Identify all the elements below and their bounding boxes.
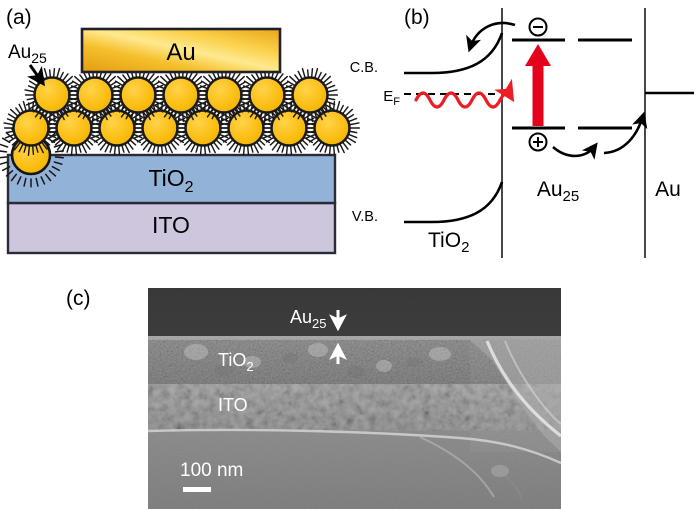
valence-band-label: V.B. bbox=[352, 209, 378, 225]
au25-callout-label: Au25 bbox=[8, 42, 47, 66]
au25-callout-arrow-icon bbox=[26, 64, 46, 87]
nanoparticle-core bbox=[119, 76, 157, 114]
hole-transfer-arrow-2 bbox=[603, 111, 648, 155]
sem-au25-label: Au25 bbox=[290, 307, 327, 331]
panel-b-label: (b) bbox=[404, 6, 430, 29]
scale-bar-label: 100 nm bbox=[180, 460, 243, 481]
tio2-layer-label: TiO2 bbox=[148, 165, 193, 196]
au25-nanoparticle bbox=[218, 100, 275, 157]
ligand-shell bbox=[282, 67, 339, 124]
nanoparticle-core bbox=[12, 109, 50, 147]
au25-nanoparticle bbox=[46, 100, 103, 157]
ito-layer-label: ITO bbox=[152, 212, 190, 238]
electron-symbol bbox=[528, 17, 548, 37]
conduction-band-curve bbox=[404, 32, 504, 75]
nanoparticle-core bbox=[205, 76, 243, 114]
hole-symbol bbox=[528, 132, 548, 152]
fermi-level-label: EF bbox=[383, 88, 400, 108]
au25-nanoparticle bbox=[304, 100, 361, 157]
nanoparticle-core bbox=[291, 76, 329, 114]
panel-c-label: (c) bbox=[66, 287, 91, 310]
nanoparticle-core bbox=[33, 76, 71, 114]
au25-nanoparticle bbox=[282, 67, 339, 124]
sem-ito-label: ITO bbox=[218, 395, 248, 415]
au-electrode bbox=[80, 27, 282, 74]
tio2-layer bbox=[6, 153, 337, 205]
sem-tio2-label: TiO2 bbox=[218, 350, 254, 374]
panel-c: (c) bbox=[66, 287, 561, 509]
nanoparticle-core bbox=[313, 109, 351, 147]
electron-injection-arrow bbox=[466, 21, 516, 53]
panel-a-label: (a) bbox=[6, 6, 32, 29]
nanoparticle-core bbox=[248, 76, 286, 114]
ito-layer bbox=[6, 201, 337, 255]
panel-b-au-label: Au bbox=[655, 178, 681, 201]
au25-nanoparticle bbox=[175, 100, 232, 157]
photon-wave bbox=[414, 78, 515, 109]
excitation-arrow bbox=[525, 44, 551, 126]
panel-b: (b) C.B. V.B. EF TiO2 bbox=[350, 6, 694, 258]
panel-b-au25-label: Au25 bbox=[537, 178, 579, 205]
valence-band-curve bbox=[404, 181, 504, 224]
nanoparticle-core bbox=[76, 76, 114, 114]
nanoparticle-row-bottom-group bbox=[3, 100, 361, 157]
panel-b-tio2-label: TiO2 bbox=[428, 229, 469, 256]
sem-image bbox=[148, 288, 561, 509]
panel-a: (a) ITO TiO2 Au Au2 bbox=[0, 6, 361, 255]
nanoparticle-core bbox=[162, 76, 200, 114]
conduction-band-label: C.B. bbox=[350, 60, 378, 76]
scale-bar bbox=[183, 487, 211, 492]
nanoparticle-row-top-group bbox=[24, 67, 339, 124]
hole-transfer-arrow-1 bbox=[552, 142, 598, 160]
au-electrode-label: Au bbox=[166, 39, 195, 66]
